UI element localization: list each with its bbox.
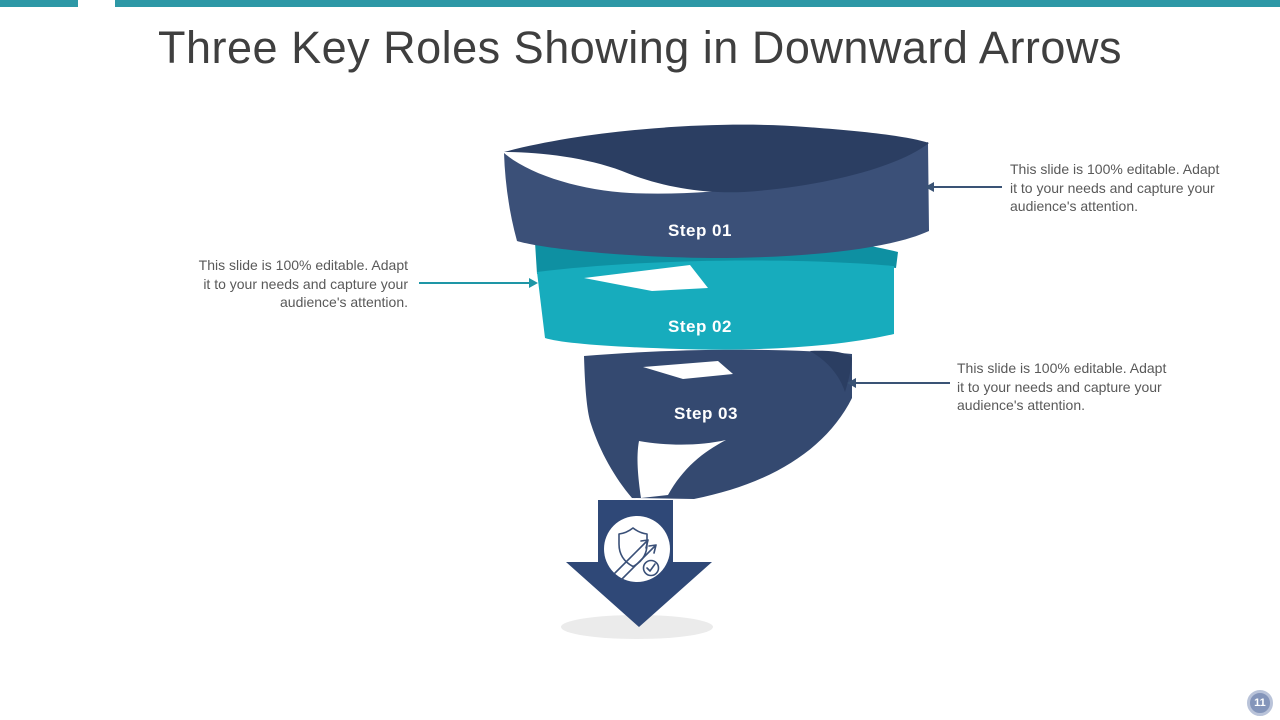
annotation-right-top: This slide is 100% editable. Adapt it to… <box>1010 160 1265 216</box>
annotation-line: This slide is 100% editable. Adapt <box>1010 161 1220 177</box>
annotation-line: it to your needs and capture your <box>957 378 1162 395</box>
step-1-ribbon <box>504 142 929 258</box>
annotation-line: it to your needs and capture your <box>203 275 408 292</box>
page-title: Three Key Roles Showing in Downward Arro… <box>158 22 1122 73</box>
step-3-gap-highlight <box>643 361 733 379</box>
step-2-gap-highlight <box>584 265 708 291</box>
step-1-ribbon-back <box>504 124 929 193</box>
connector-left <box>419 282 529 284</box>
annotation-line: This slide is 100% editable. Adapt <box>957 360 1167 376</box>
connector-right-top <box>934 186 1002 188</box>
annotation-line: audience's attention. <box>957 397 1085 413</box>
annotation-line: it to your needs and capture your <box>1010 179 1215 196</box>
step-1-label: Step 01 <box>668 221 732 240</box>
annotation-line: audience's attention. <box>280 294 408 310</box>
annotation-left: This slide is 100% editable. Adapt it to… <box>158 256 408 312</box>
step-2-label: Step 02 <box>668 317 732 336</box>
annotation-line: This slide is 100% editable. Adapt <box>198 257 408 273</box>
step-3-label: Step 03 <box>674 404 738 423</box>
connector-right-top-arrowhead <box>925 182 934 192</box>
annotation-line: audience's attention. <box>1010 198 1138 214</box>
connector-right-bottom <box>856 382 950 384</box>
step-3-ribbon-edge <box>810 350 852 392</box>
connector-right-bottom-arrowhead <box>847 378 856 388</box>
annotation-right-bottom: This slide is 100% editable. Adapt it to… <box>957 359 1212 415</box>
top-accent-bar-right <box>115 0 1280 7</box>
top-accent-bar-left <box>0 0 78 7</box>
shield-arrows-icon <box>604 516 670 582</box>
ribbon-gap-bottom <box>637 440 726 498</box>
connector-left-arrowhead <box>529 278 538 288</box>
shadow-ellipse <box>561 615 713 639</box>
slide-number-badge: 11 <box>1247 690 1273 716</box>
